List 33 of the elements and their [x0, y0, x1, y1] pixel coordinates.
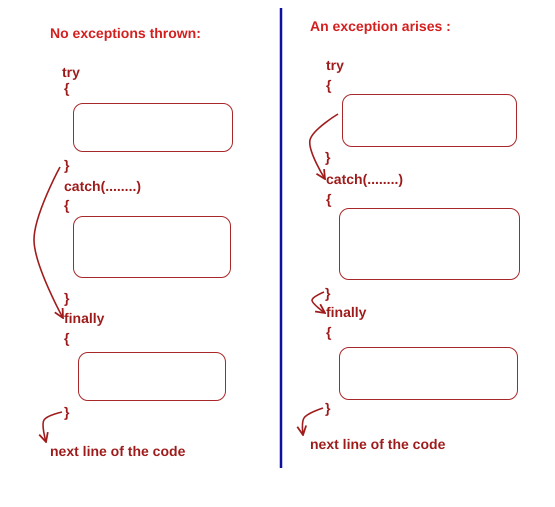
code-text: next line of the code: [310, 436, 446, 452]
code-text: {: [64, 80, 70, 96]
code-block-box: [73, 103, 233, 152]
code-block-box: [339, 208, 520, 280]
code-block-box: [78, 352, 226, 401]
code-text: next line of the code: [50, 443, 186, 459]
arrow: [33, 166, 64, 319]
code-text: finally: [64, 310, 104, 326]
code-text: {: [326, 324, 332, 340]
code-text: }: [64, 404, 70, 420]
column-heading: An exception arises :: [310, 18, 451, 34]
code-text: }: [64, 157, 70, 173]
code-text: catch(........): [326, 171, 404, 187]
code-text: }: [325, 285, 330, 301]
code-text: }: [64, 290, 70, 306]
code-text: try: [62, 64, 80, 80]
code-text: {: [64, 197, 70, 213]
arrow: [309, 113, 338, 180]
code-text: finally: [326, 304, 366, 320]
code-block-box: [342, 94, 517, 147]
arrow: [311, 291, 326, 314]
code-text: try: [326, 57, 344, 73]
column-heading: No exceptions thrown:: [50, 25, 201, 41]
code-text: {: [326, 191, 332, 207]
code-text: catch(........): [64, 178, 142, 194]
arrow: [296, 407, 324, 436]
code-block-box: [73, 216, 231, 278]
code-block-box: [339, 347, 518, 400]
arrow: [38, 411, 62, 443]
code-text: }: [325, 149, 330, 165]
code-text: {: [326, 77, 332, 93]
code-text: }: [325, 400, 330, 416]
code-text: {: [64, 330, 70, 346]
